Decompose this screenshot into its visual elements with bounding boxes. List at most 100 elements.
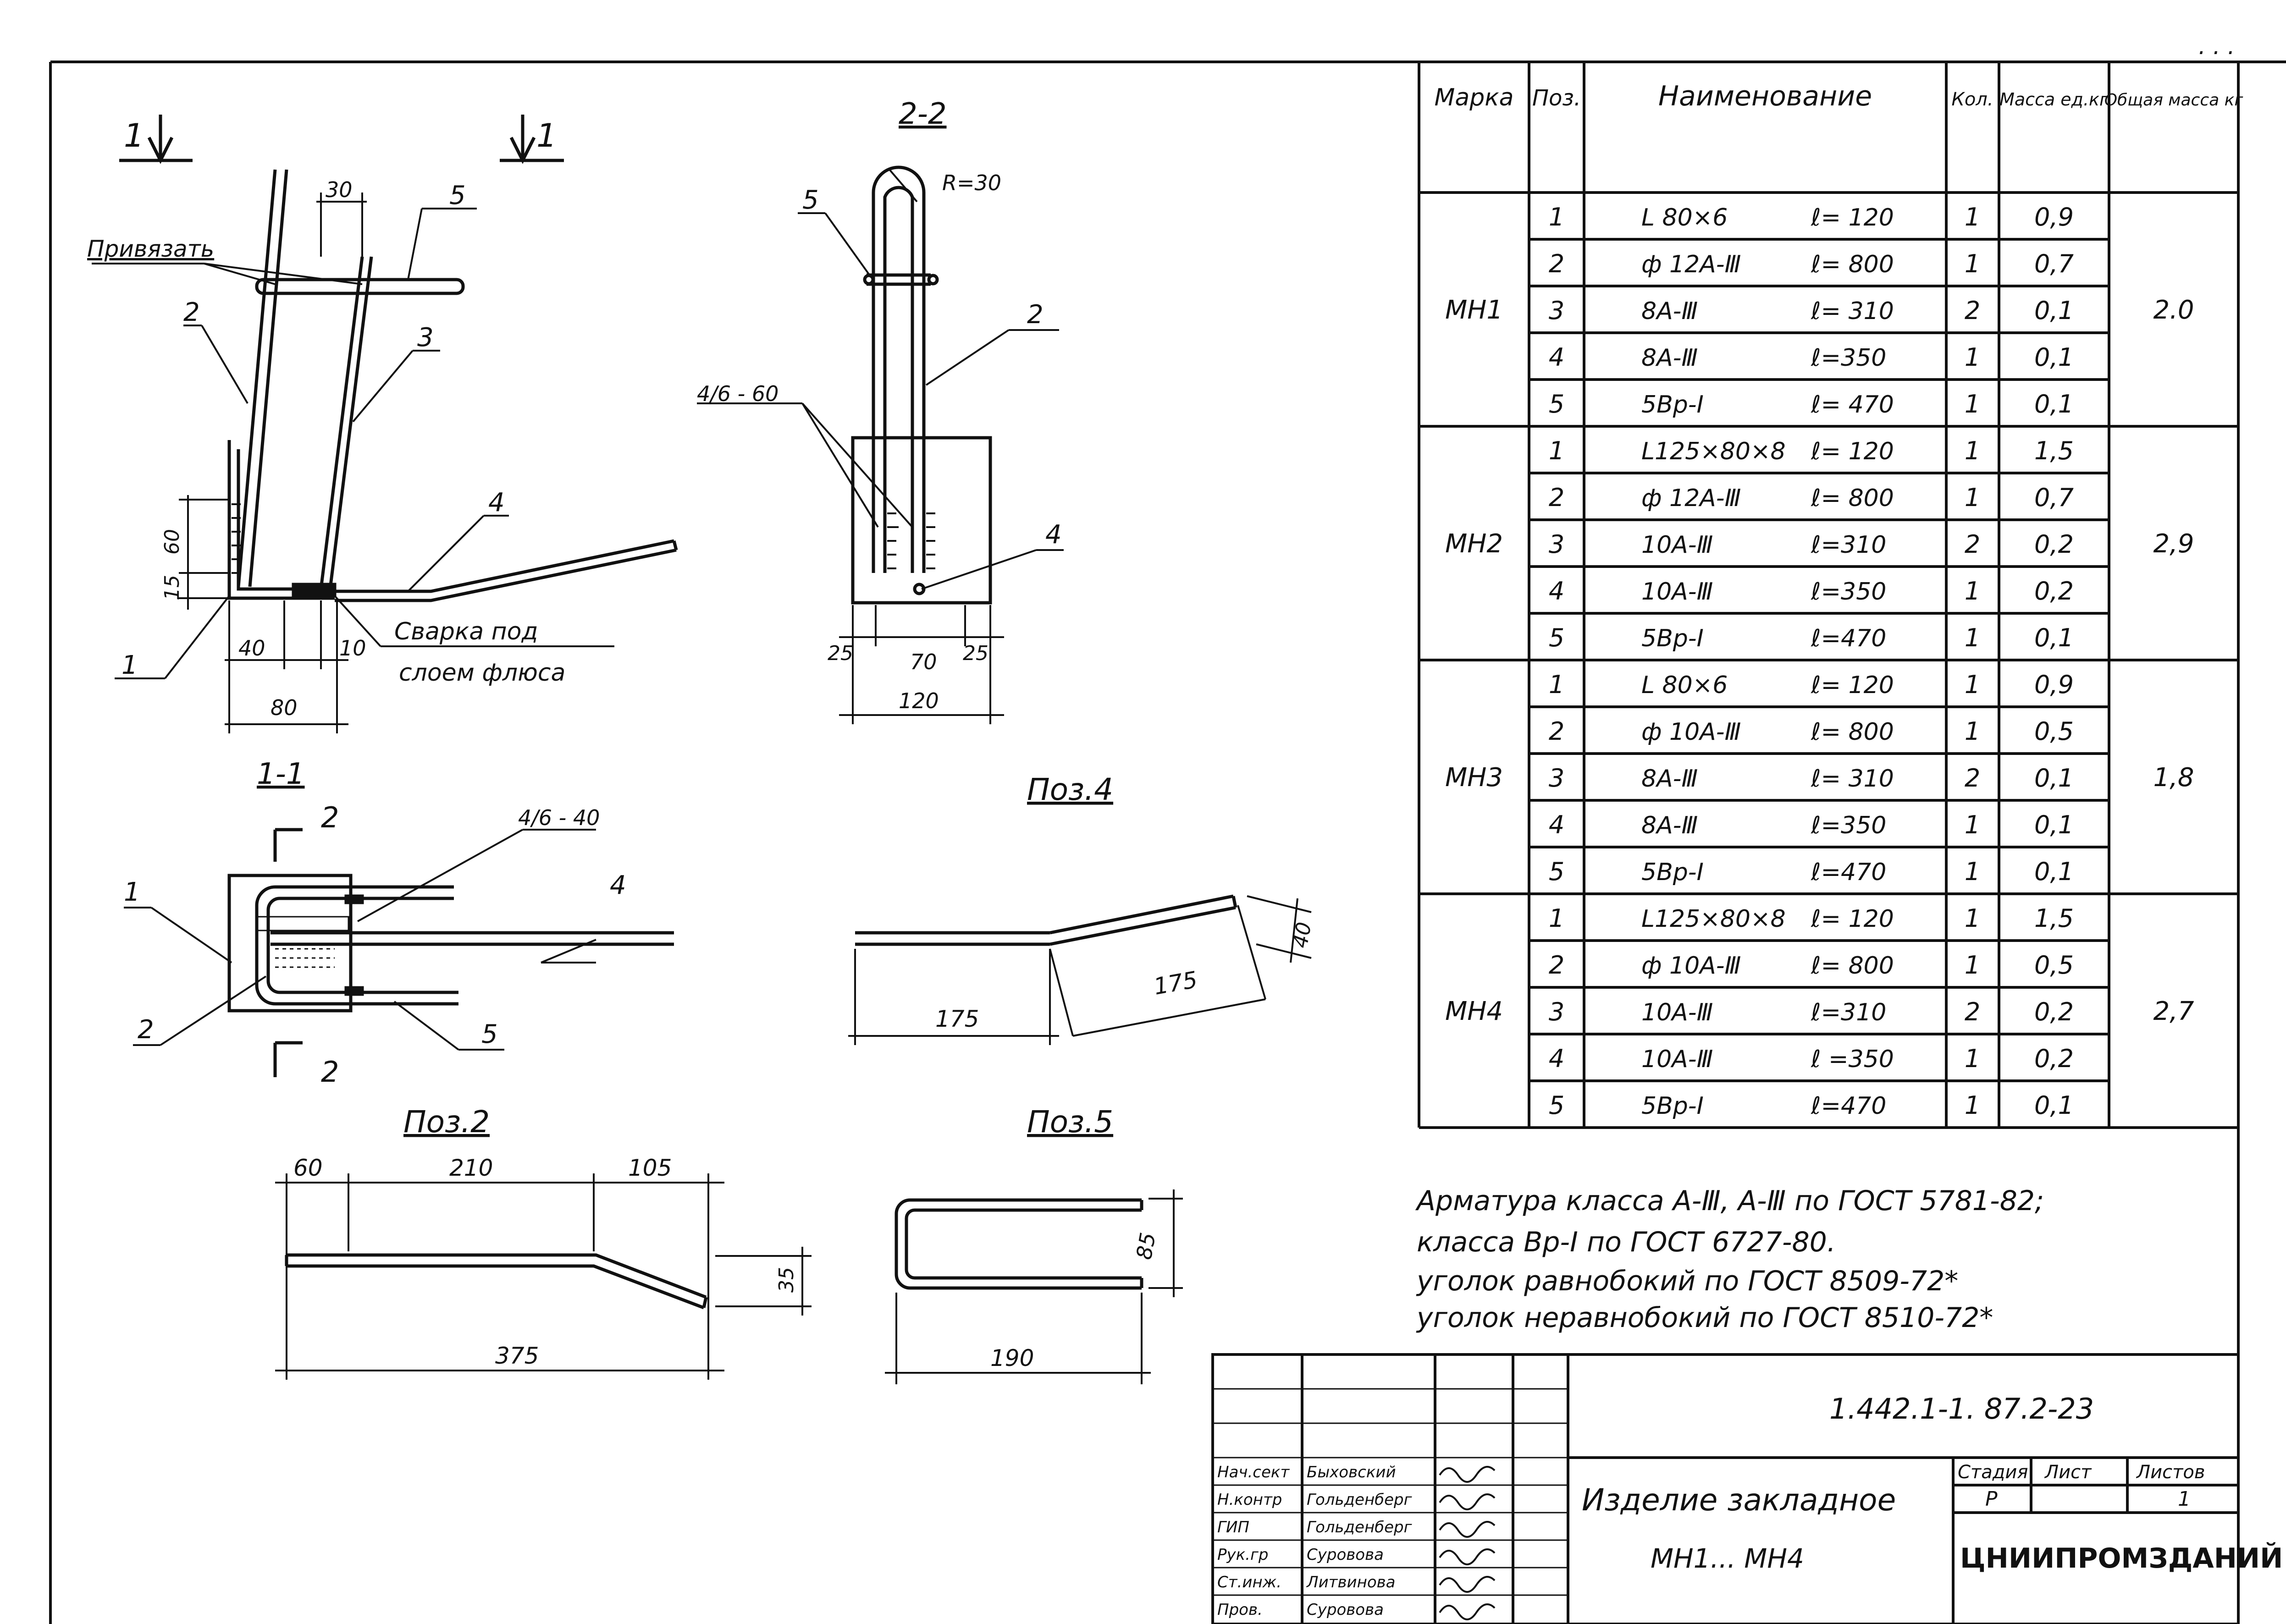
signature-role: Н.контр <box>1217 1491 1282 1509</box>
row-length: ℓ= 120 <box>1811 905 1894 933</box>
row-mass: 0,7 <box>2034 483 2074 512</box>
note-line: уголок равнобокий по ГОСТ 8509-72* <box>1416 1265 1958 1297</box>
leader-label: 1 <box>124 877 140 907</box>
row-qty: 1 <box>1965 810 1980 839</box>
row-length: ℓ= 470 <box>1811 391 1894 418</box>
cut-mark-label: 1 <box>124 117 144 154</box>
dimension-label: 85 <box>1132 1231 1160 1261</box>
row-pos: 3 <box>1549 764 1564 793</box>
row-profile: 10А-Ⅲ <box>1641 1046 1713 1073</box>
row-length: ℓ=470 <box>1811 625 1886 652</box>
view-section-side-labels: 1 1 Привязать 30 5 2 3 4 1 60 15 40 10 8… <box>87 117 565 720</box>
row-mass: 0,1 <box>2034 296 2074 325</box>
row-qty: 1 <box>1965 1044 1980 1073</box>
row-qty: 1 <box>1965 483 1980 512</box>
view-poz2-labels: Поз.2 60 210 105 35 375 <box>293 1104 798 1369</box>
dimension-label: 40 <box>238 636 265 661</box>
row-pos: 1 <box>1549 670 1564 699</box>
view-title: 1-1 <box>257 757 305 791</box>
view-section-front <box>697 165 1064 724</box>
dimension-label: 30 <box>326 177 353 202</box>
weld-note: Сварка под <box>394 618 538 645</box>
signature-scribble <box>1439 1548 1496 1565</box>
view-poz5 <box>885 1189 1183 1384</box>
row-length: ℓ= 310 <box>1811 765 1894 793</box>
dimension-label: 60 <box>293 1155 323 1181</box>
row-profile: 8А-Ⅲ <box>1641 812 1698 839</box>
leader-label: 4 <box>488 488 505 517</box>
row-profile: ф 12А-Ⅲ <box>1641 484 1741 512</box>
dimension-label: 70 <box>910 650 937 674</box>
stage-value: Р <box>1985 1487 1998 1511</box>
title-block: 1.442.1-1. 87.2-23 Изделие закладное МН1… <box>1211 1353 2283 1624</box>
group-mark: МН1 <box>1445 295 1503 325</box>
view-section-front-labels: 2-2 R=30 5 2 4/6 - 60 4 25 70 25 120 <box>697 97 1062 713</box>
dimension-label: 120 <box>899 688 939 713</box>
leader-label: 3 <box>417 323 434 352</box>
row-mass: 0,2 <box>2034 997 2074 1026</box>
dimension-label: 25 <box>963 642 988 665</box>
row-length: ℓ= 800 <box>1811 718 1894 746</box>
row-length: ℓ=470 <box>1811 859 1886 886</box>
row-pos: 3 <box>1549 296 1564 325</box>
row-qty: 1 <box>1965 951 1980 980</box>
row-length: ℓ= 800 <box>1811 484 1894 512</box>
row-profile: 5Вр-Ⅰ <box>1641 625 1704 652</box>
row-length: ℓ= 120 <box>1811 438 1894 465</box>
header-total-mass: Общая масса кг <box>2104 91 2244 110</box>
row-pos: 4 <box>1549 1044 1564 1073</box>
row-profile: 8А-Ⅲ <box>1641 344 1698 372</box>
signature-role: Ст.инж. <box>1217 1573 1281 1591</box>
row-mass: 0,5 <box>2034 717 2074 746</box>
row-qty: 2 <box>1965 764 1980 793</box>
dimension-label: 35 <box>775 1267 798 1293</box>
weld-label: 4/6 - 60 <box>697 381 779 406</box>
row-profile: 5Вр-Ⅰ <box>1641 391 1704 418</box>
row-mass: 0,1 <box>2034 810 2074 839</box>
cut-mark-label: 2 <box>321 1055 339 1089</box>
row-pos: 3 <box>1549 530 1564 559</box>
row-qty: 1 <box>1965 1091 1980 1120</box>
row-qty: 2 <box>1965 530 1980 559</box>
note-line: Арматура класса А-Ⅲ, А-Ⅲ по ГОСТ 5781-82… <box>1415 1185 2044 1217</box>
row-length: ℓ=470 <box>1811 1092 1886 1120</box>
view-title: Поз.5 <box>1027 1104 1113 1140</box>
view-plan-labels: 1-1 2 2 4/6 - 40 1 4 2 5 <box>124 757 626 1089</box>
row-profile: L125×80×8 <box>1641 905 1786 933</box>
row-qty: 2 <box>1965 296 1980 325</box>
leader-label: 2 <box>183 297 200 327</box>
header-qty: Кол. <box>1951 89 1993 110</box>
dimension-label: 375 <box>495 1343 539 1369</box>
row-mass: 0,1 <box>2034 1091 2074 1120</box>
dimension-label: 210 <box>449 1155 493 1181</box>
view-poz4-labels: Поз.4 175 175 40 <box>935 772 1316 1032</box>
dimension-label: 80 <box>271 695 298 720</box>
item-marks: МН1... МН4 <box>1651 1543 1804 1574</box>
row-qty: 1 <box>1965 670 1980 699</box>
header-mark: Марка <box>1434 84 1513 111</box>
row-profile: 10А-Ⅲ <box>1641 578 1713 606</box>
signature-name: Гольденберг <box>1307 1518 1413 1536</box>
row-profile: 5Вр-Ⅰ <box>1641 859 1704 886</box>
group-total-mass: 2.0 <box>2153 295 2194 325</box>
organization: ЦНИИПРОМЗДАНИЙ <box>1960 1541 2283 1574</box>
signature-name: Литвинова <box>1306 1573 1396 1591</box>
drawing-frame <box>49 61 2286 1624</box>
row-mass: 0,7 <box>2034 249 2074 278</box>
view-title: Поз.4 <box>1027 772 1113 807</box>
dimension-label: 60 <box>160 529 184 555</box>
row-pos: 3 <box>1549 997 1564 1026</box>
note-line: уголок неравнобокий по ГОСТ 8510-72* <box>1416 1302 1993 1334</box>
row-pos: 2 <box>1549 249 1564 278</box>
row-profile: L125×80×8 <box>1641 438 1786 465</box>
row-length: ℓ= 800 <box>1811 952 1894 980</box>
signature-name: Быховский <box>1307 1463 1396 1481</box>
row-qty: 1 <box>1965 436 1980 465</box>
leader-label: 1 <box>121 650 138 680</box>
row-profile: ф 10А-Ⅲ <box>1641 718 1741 746</box>
row-length: ℓ= 120 <box>1811 672 1894 699</box>
row-pos: 2 <box>1549 717 1564 746</box>
signature-scribble <box>1439 1521 1496 1538</box>
row-pos: 5 <box>1549 1091 1564 1120</box>
